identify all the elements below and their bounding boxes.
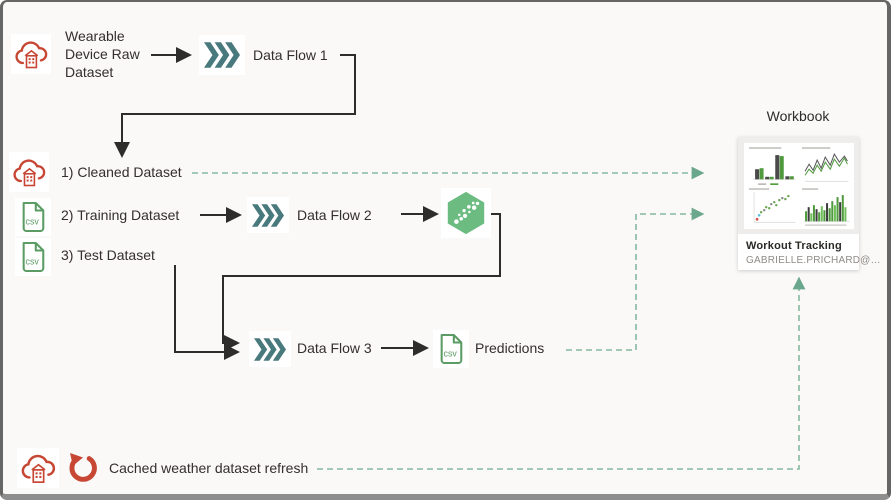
cloud-dataset-icon bbox=[9, 152, 49, 192]
csv-file-icon: csv bbox=[433, 330, 469, 368]
dataflow2-label: Data Flow 2 bbox=[297, 207, 372, 223]
dataflow2-node: Data Flow 2 bbox=[297, 206, 372, 224]
csv-file-icon: csv bbox=[15, 198, 51, 236]
workbook-title: Workbook bbox=[766, 108, 830, 124]
workbook-card-owner: GABRIELLE.PRICHARD@… bbox=[746, 255, 881, 266]
dataflow-chevrons-icon bbox=[249, 331, 291, 367]
connector-lines bbox=[114, 47, 806, 470]
predictions-label: Predictions bbox=[475, 340, 545, 356]
workbook-card-title: Workout Tracking bbox=[746, 240, 842, 252]
workbook-card: Workout Tracking GABRIELLE.PRICHARD@… bbox=[738, 137, 881, 270]
training-dataset-node: 2) Training Dataset bbox=[61, 206, 179, 224]
cloud-dataset-icon bbox=[11, 34, 51, 74]
cloud-dataset-icon bbox=[17, 448, 59, 488]
source-dataset-node: Wearable Device Raw Dataset bbox=[65, 27, 161, 81]
cleaned-dataset-label: 1) Cleaned Dataset bbox=[61, 164, 182, 180]
dashed-cached-to-workbook bbox=[317, 276, 806, 470]
svg-text:csv: csv bbox=[26, 216, 40, 226]
dataflow3-node: Data Flow 3 bbox=[297, 339, 372, 357]
mini-scatter-chart bbox=[748, 188, 795, 223]
refresh-icon bbox=[65, 449, 101, 485]
test-dataset-label: 3) Test Dataset bbox=[61, 247, 155, 263]
predictions-node: Predictions bbox=[475, 339, 544, 357]
arrow-model-to-dataflow3 bbox=[222, 213, 501, 351]
svg-text:csv: csv bbox=[26, 256, 40, 266]
mini-line-chart bbox=[802, 146, 849, 182]
workbook-thumbnail bbox=[738, 137, 859, 234]
cached-refresh-label: Cached weather dataset refresh bbox=[109, 460, 309, 476]
csv-file-icon: csv bbox=[15, 238, 51, 276]
dataflow3-label: Data Flow 3 bbox=[297, 340, 372, 356]
arrow-test-to-dataflow3 bbox=[174, 265, 240, 360]
arrow-dataflow1-to-cleaned bbox=[114, 54, 356, 158]
source-dataset-label: Wearable Device Raw Dataset bbox=[65, 28, 140, 80]
dataflow1-label: Data Flow 1 bbox=[253, 47, 328, 63]
training-dataset-label: 2) Training Dataset bbox=[61, 207, 180, 223]
mini-bar-chart bbox=[748, 146, 795, 185]
dataflow-chevrons-icon bbox=[247, 197, 289, 233]
dataflow1-node: Data Flow 1 bbox=[253, 46, 328, 64]
test-dataset-node: 3) Test Dataset bbox=[61, 246, 155, 264]
svg-text:csv: csv bbox=[444, 348, 458, 358]
workbook-card-footer: Workout Tracking GABRIELLE.PRICHARD@… bbox=[738, 234, 881, 270]
mini-dense-bar-chart bbox=[802, 188, 850, 226]
cached-refresh-node: Cached weather dataset refresh bbox=[109, 459, 308, 477]
dashed-predictions-to-workbook bbox=[566, 207, 705, 351]
ml-model-hexagon-icon bbox=[441, 188, 491, 238]
dataflow-chevrons-icon bbox=[199, 35, 245, 75]
cleaned-dataset-node: 1) Cleaned Dataset bbox=[61, 163, 182, 181]
